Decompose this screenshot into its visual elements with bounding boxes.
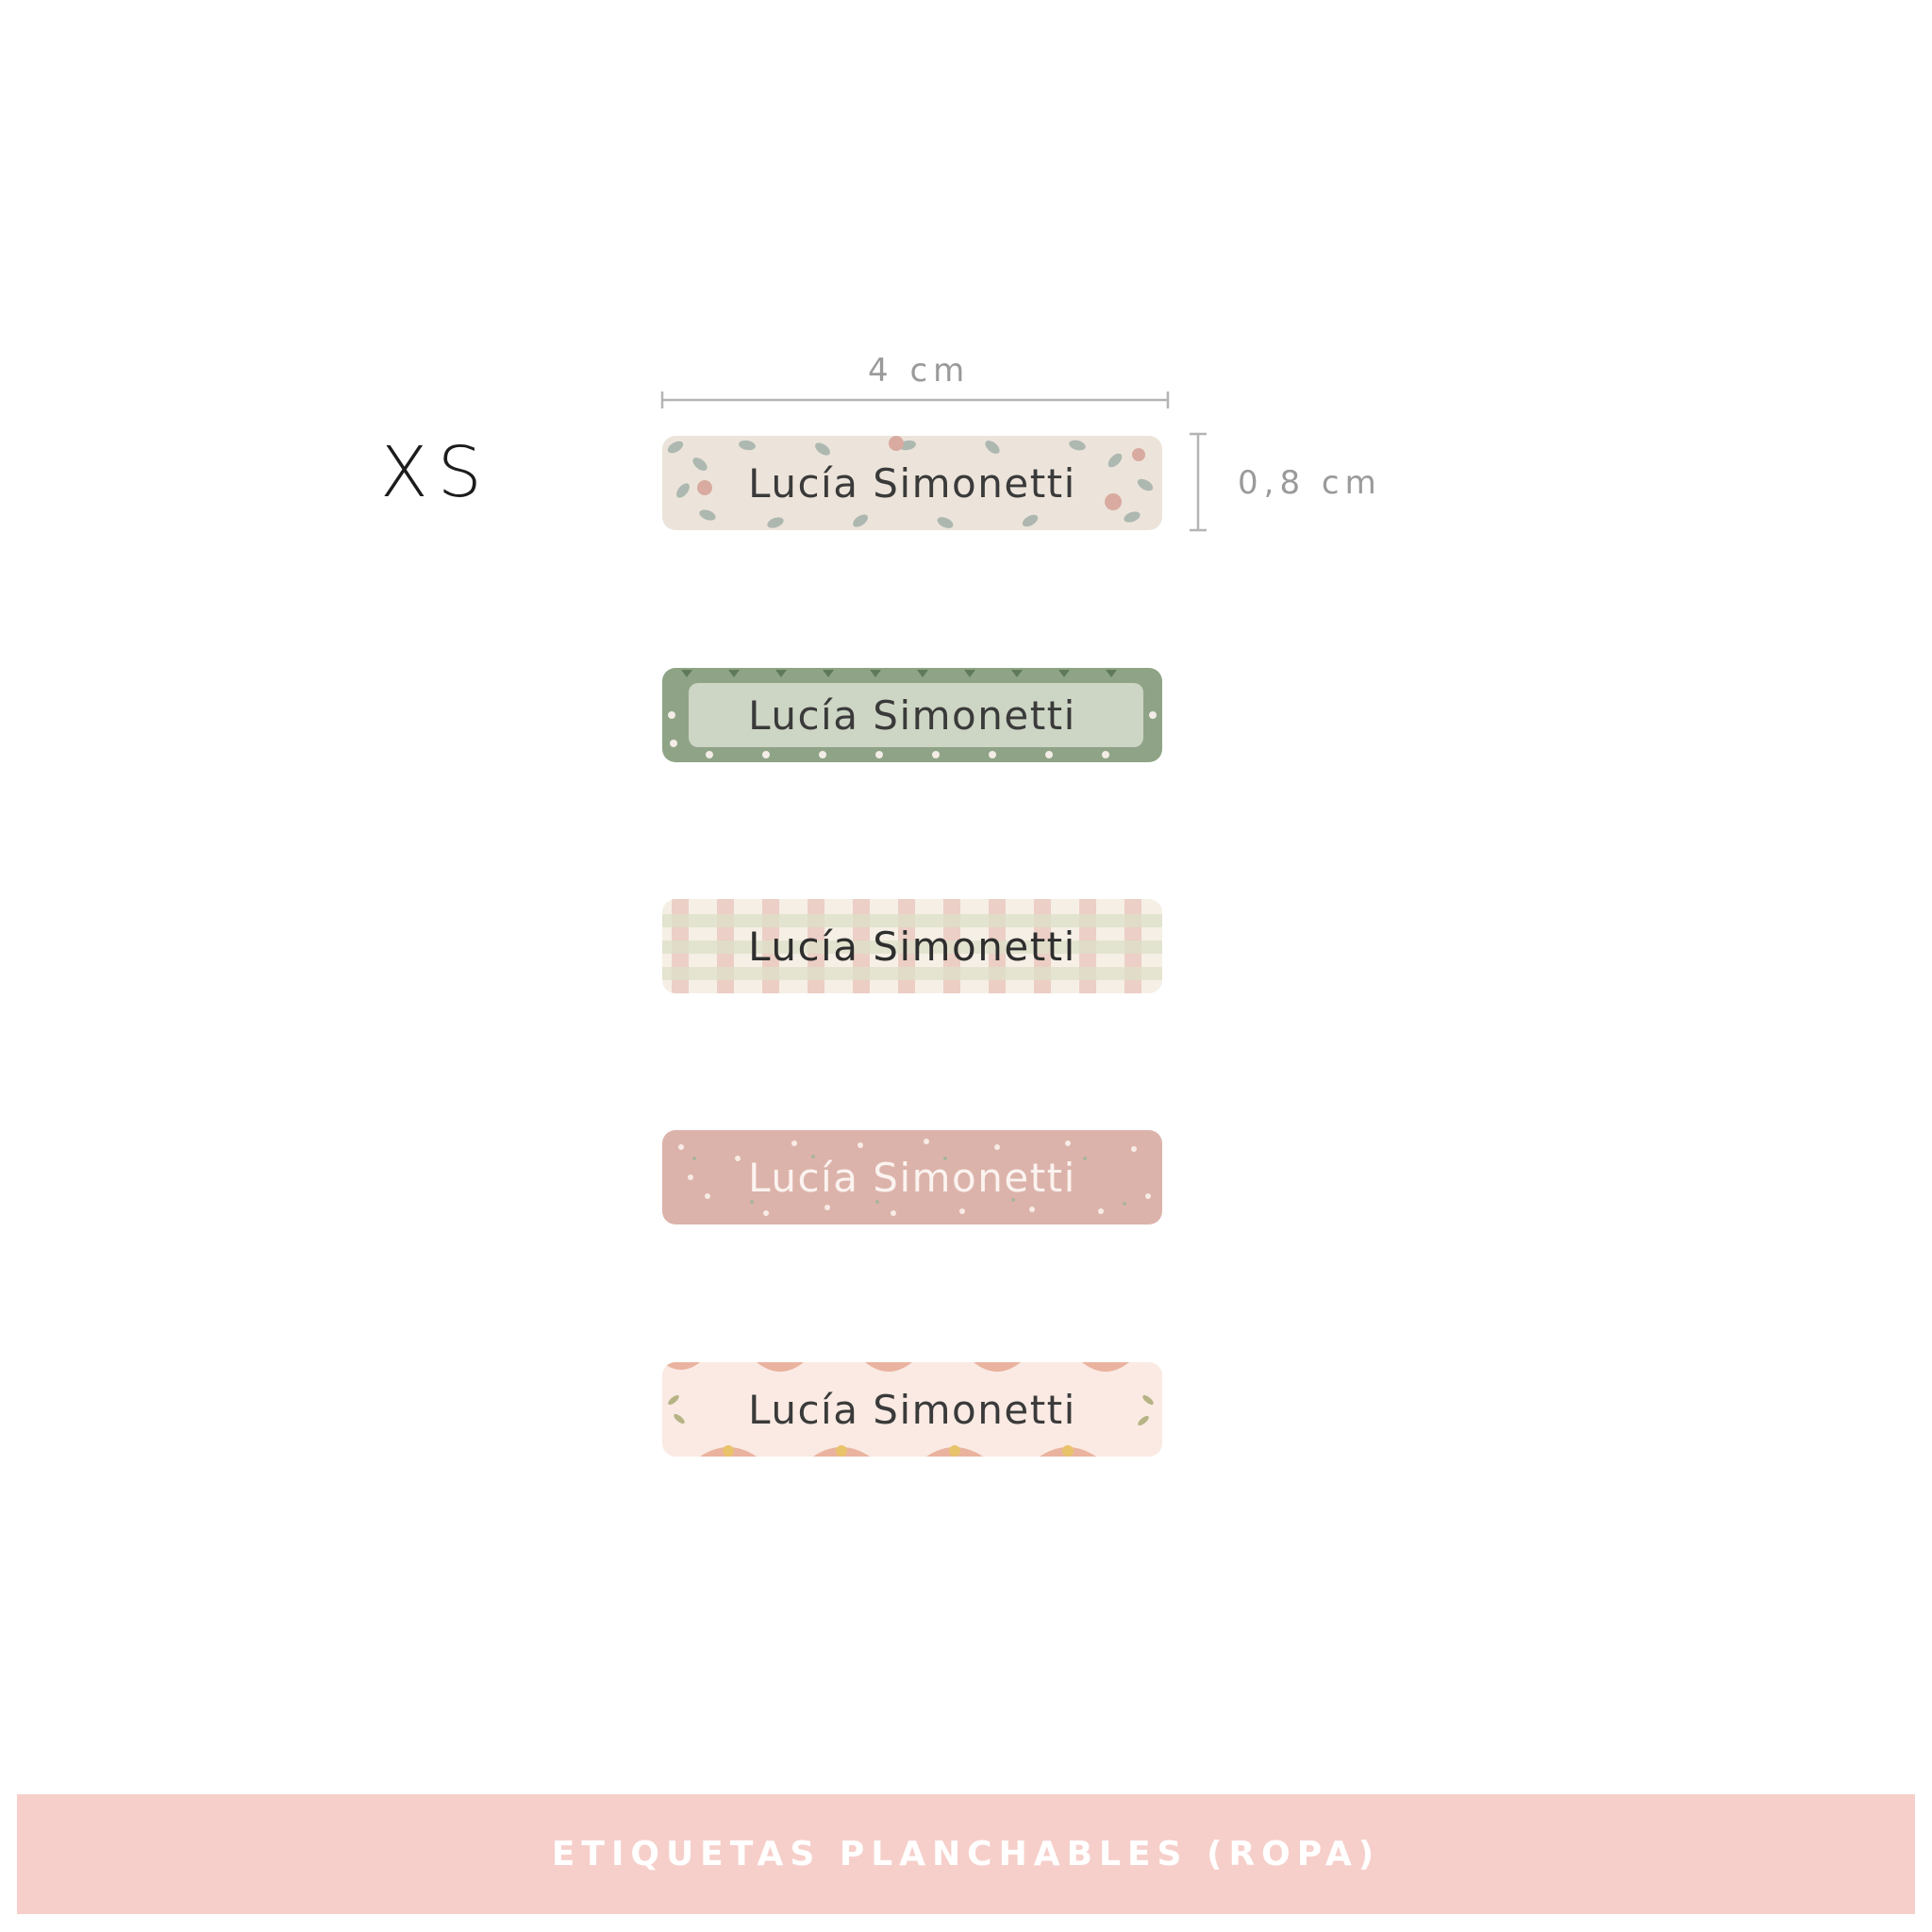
footer-title: ETIQUETAS PLANCHABLES (ROPA)	[551, 1835, 1381, 1874]
gingham-pattern	[662, 899, 1162, 993]
label-inner-panel	[689, 683, 1143, 747]
width-measure: 4 cm	[868, 352, 971, 390]
name-label-peach-daisy[interactable]: Lucía Simonetti	[662, 1362, 1162, 1457]
name-label-gingham[interactable]: Lucía Simonetti	[662, 899, 1162, 993]
pink-ditsy-pattern	[662, 1130, 1162, 1224]
footer-banner: ETIQUETAS PLANCHABLES (ROPA)	[17, 1794, 1915, 1914]
label-name-text: Lucía Simonetti	[748, 691, 1076, 739]
peach-daisy-pattern	[662, 1362, 1162, 1457]
name-label-green-floral[interactable]: Lucía Simonetti	[662, 668, 1162, 762]
label-name-text: Lucía Simonetti	[748, 1386, 1076, 1433]
size-label: XS	[380, 432, 491, 513]
floral-leaves-pattern	[662, 436, 1162, 530]
name-label-floral-leaves[interactable]: Lucía Simonetti	[662, 436, 1162, 530]
height-measure: 0,8 cm	[1238, 464, 1382, 502]
label-name-text: Lucía Simonetti	[748, 923, 1076, 970]
name-label-pink-ditsy[interactable]: Lucía Simonetti	[662, 1130, 1162, 1224]
label-name-text: Lucía Simonetti	[748, 1154, 1076, 1201]
label-name-text: Lucía Simonetti	[748, 459, 1076, 507]
